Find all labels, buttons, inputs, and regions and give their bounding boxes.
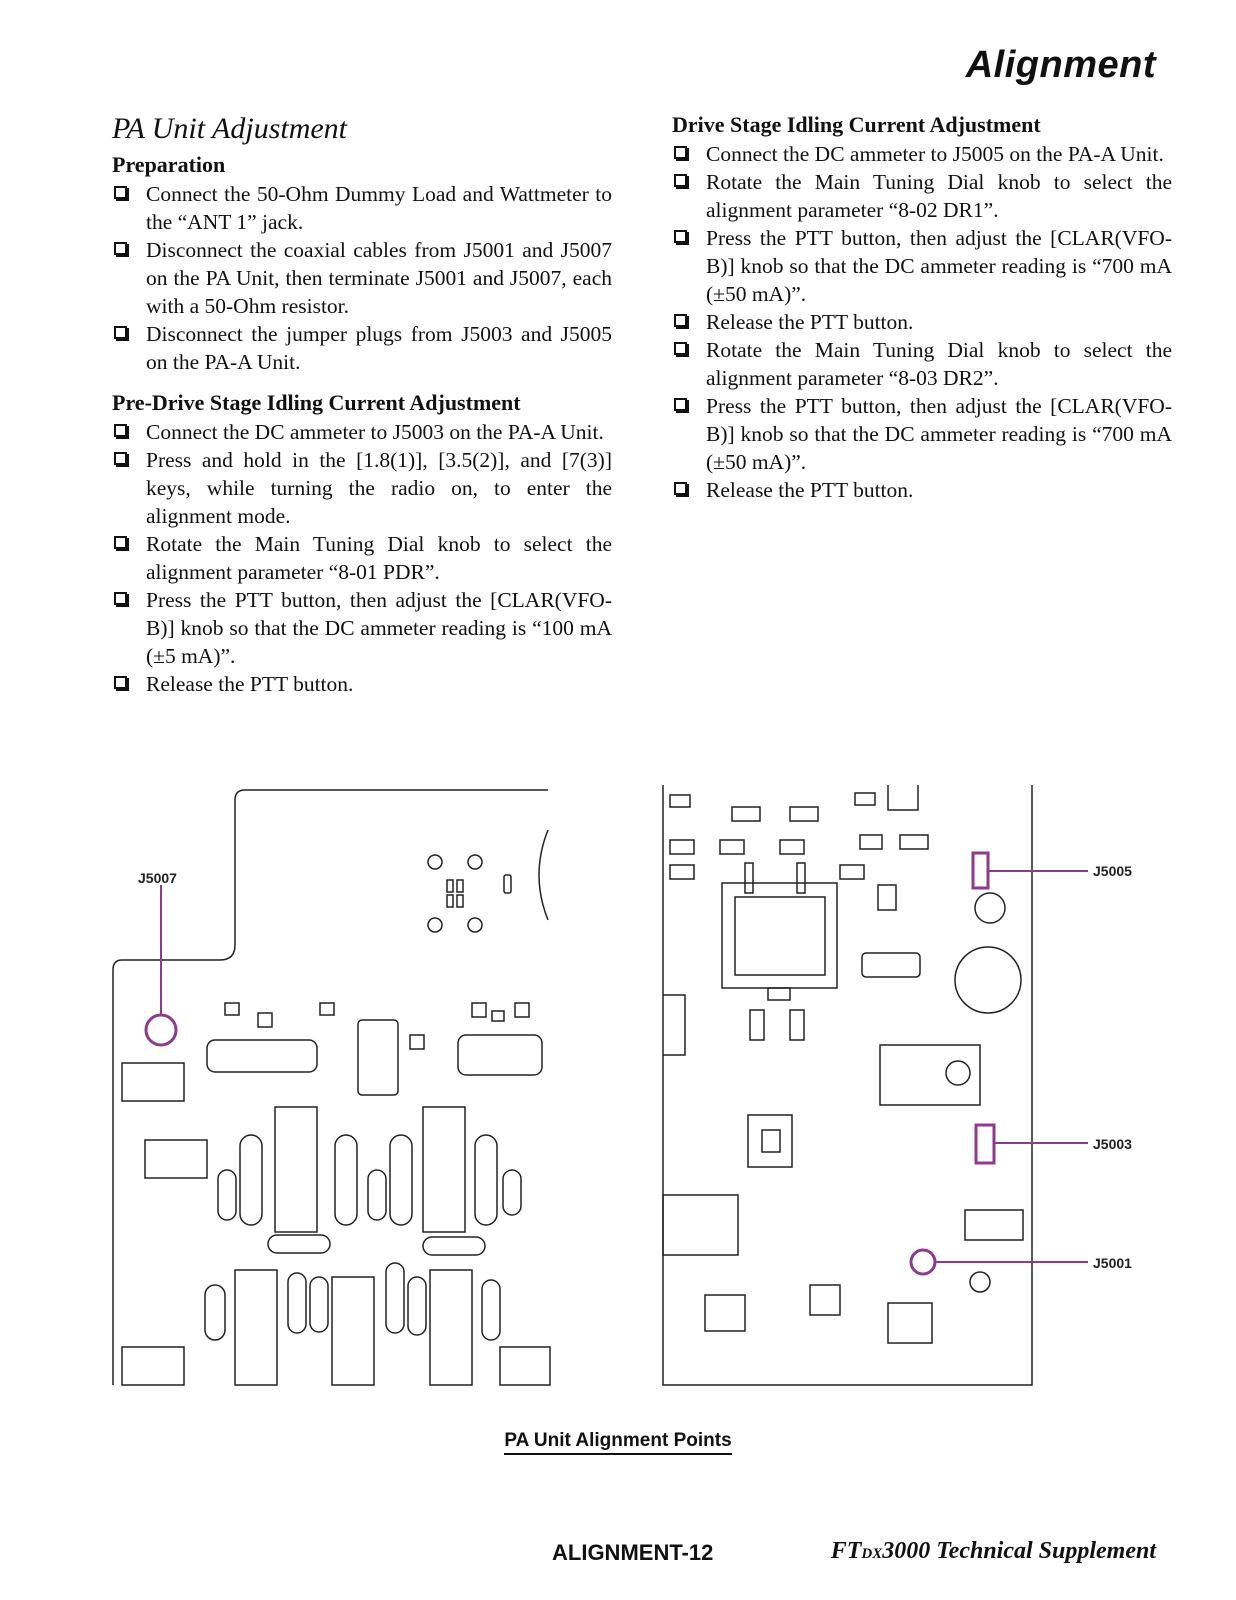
list-item: Rotate the Main Tuning Dial knob to sele…	[672, 336, 1172, 392]
list-item: Disconnect the coaxial cables from J5001…	[112, 236, 612, 320]
checkbox-icon[interactable]	[674, 146, 687, 159]
checkbox-icon[interactable]	[114, 676, 127, 689]
drive-list: Connect the DC ammeter to J5005 on the P…	[672, 140, 1172, 504]
predrive-heading: Pre-Drive Stage Idling Current Adjustmen…	[112, 390, 521, 415]
checkbox-icon[interactable]	[114, 452, 127, 465]
checkbox-icon[interactable]	[674, 174, 687, 187]
list-item: Disconnect the jumper plugs from J5003 a…	[112, 320, 612, 376]
list-item: Release the PTT button.	[672, 476, 1172, 504]
document-title: FTDX3000 Technical Supplement	[830, 1538, 1156, 1564]
left-column: PA Unit Adjustment Preparation Connect t…	[112, 112, 612, 712]
checkbox-icon[interactable]	[674, 314, 687, 327]
checkbox-icon[interactable]	[114, 592, 127, 605]
checkbox-icon[interactable]	[674, 342, 687, 355]
checkbox-icon[interactable]	[114, 424, 127, 437]
checkbox-icon[interactable]	[674, 482, 687, 495]
list-item: Rotate the Main Tuning Dial knob to sele…	[112, 530, 612, 586]
pa-a-unit-right-board-diagram: J5005 J5003 J5001	[662, 785, 1132, 1386]
j5005-label: J5005	[1093, 863, 1132, 879]
list-item: Press the PTT button, then adjust the [C…	[112, 586, 612, 670]
checkbox-icon[interactable]	[674, 230, 687, 243]
j5007-label: J5007	[138, 870, 177, 886]
list-item: Connect the 50-Ohm Dummy Load and Wattme…	[112, 180, 612, 236]
checkbox-icon[interactable]	[114, 186, 127, 199]
preparation-heading: Preparation	[112, 152, 226, 177]
list-item: Press the PTT button, then adjust the [C…	[672, 224, 1172, 308]
figure-caption: PA Unit Alignment Points	[0, 1430, 1236, 1455]
list-item: Connect the DC ammeter to J5003 on the P…	[112, 418, 612, 446]
drive-heading: Drive Stage Idling Current Adjustment	[672, 112, 1041, 137]
predrive-list: Connect the DC ammeter to J5003 on the P…	[112, 418, 612, 698]
page-header-title: Alignment	[965, 44, 1156, 86]
pa-unit-left-board-diagram: J5007	[112, 789, 551, 1386]
list-item: Connect the DC ammeter to J5005 on the P…	[672, 140, 1172, 168]
checkbox-icon[interactable]	[114, 242, 127, 255]
j5003-label: J5003	[1093, 1136, 1132, 1152]
list-item: Press and hold in the [1.8(1)], [3.5(2)]…	[112, 446, 612, 530]
list-item: Press the PTT button, then adjust the [C…	[672, 392, 1172, 476]
checkbox-icon[interactable]	[114, 536, 127, 549]
section-title: PA Unit Adjustment	[112, 112, 348, 145]
preparation-list: Connect the 50-Ohm Dummy Load and Wattme…	[112, 180, 612, 376]
list-item: Release the PTT button.	[112, 670, 612, 698]
checkbox-icon[interactable]	[674, 398, 687, 411]
right-column: Drive Stage Idling Current Adjustment Co…	[672, 112, 1172, 518]
checkbox-icon[interactable]	[114, 326, 127, 339]
list-item: Rotate the Main Tuning Dial knob to sele…	[672, 168, 1172, 224]
list-item: Release the PTT button.	[672, 308, 1172, 336]
page-number: ALIGNMENT-12	[552, 1540, 714, 1565]
j5001-label: J5001	[1093, 1255, 1132, 1271]
